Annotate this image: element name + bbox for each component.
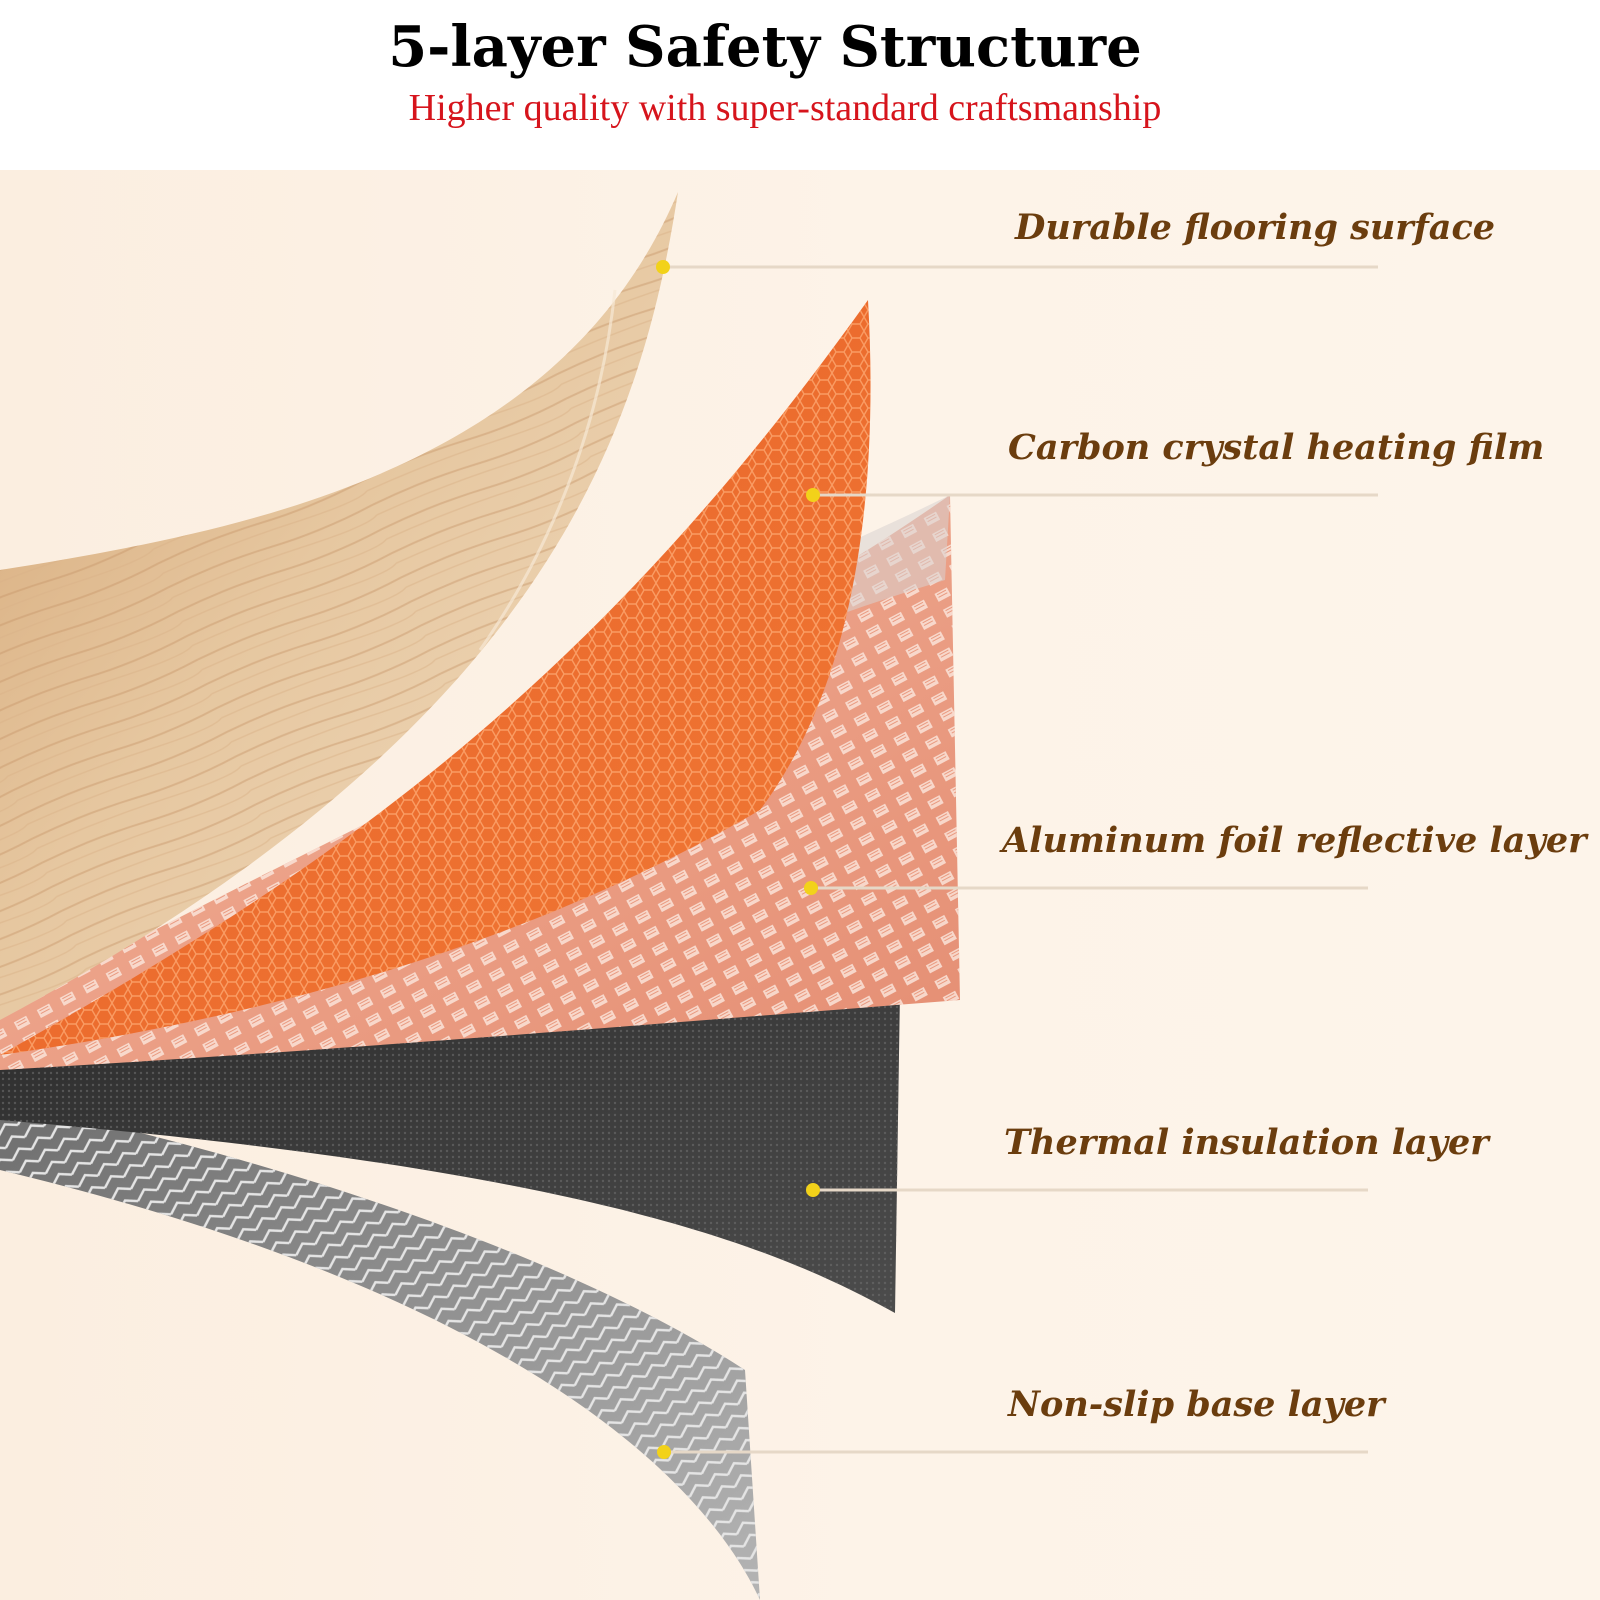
callout-base-layer	[657, 1445, 1368, 1459]
label-heating-film: Carbon crystal heating film	[1008, 427, 1545, 468]
marker-dot	[806, 488, 820, 502]
layer-illustration: Durable flooring surface Carbon crystal …	[0, 170, 1600, 1600]
insulation-layer-sheet	[0, 990, 900, 1313]
header: 5-layer Safety Structure Higher quality …	[0, 0, 1600, 170]
marker-dot	[804, 881, 818, 895]
callout-durable-flooring	[656, 260, 1378, 274]
page-subtitle: Higher quality with super-standard craft…	[408, 87, 1162, 129]
flooring-surface-sheet	[0, 192, 678, 1020]
heating-film-sheet	[0, 300, 871, 1055]
label-foil-layer: Aluminum foil reflective layer	[1002, 820, 1587, 861]
label-insulation-layer: Thermal insulation layer	[1004, 1122, 1489, 1163]
marker-dot	[656, 260, 670, 274]
label-base-layer: Non-slip base layer	[1008, 1384, 1385, 1425]
callout-foil-layer	[804, 881, 1368, 895]
label-durable-flooring: Durable flooring surface	[1015, 207, 1496, 248]
base-layer-sheet	[0, 1100, 760, 1600]
marker-dot	[657, 1445, 671, 1459]
page-title: 5-layer Safety Structure	[388, 14, 1142, 80]
callout-insulation-layer	[806, 1183, 1368, 1197]
callout-heating-film	[806, 488, 1378, 502]
marker-dot	[806, 1183, 820, 1197]
layer-diagram	[0, 170, 1600, 1600]
